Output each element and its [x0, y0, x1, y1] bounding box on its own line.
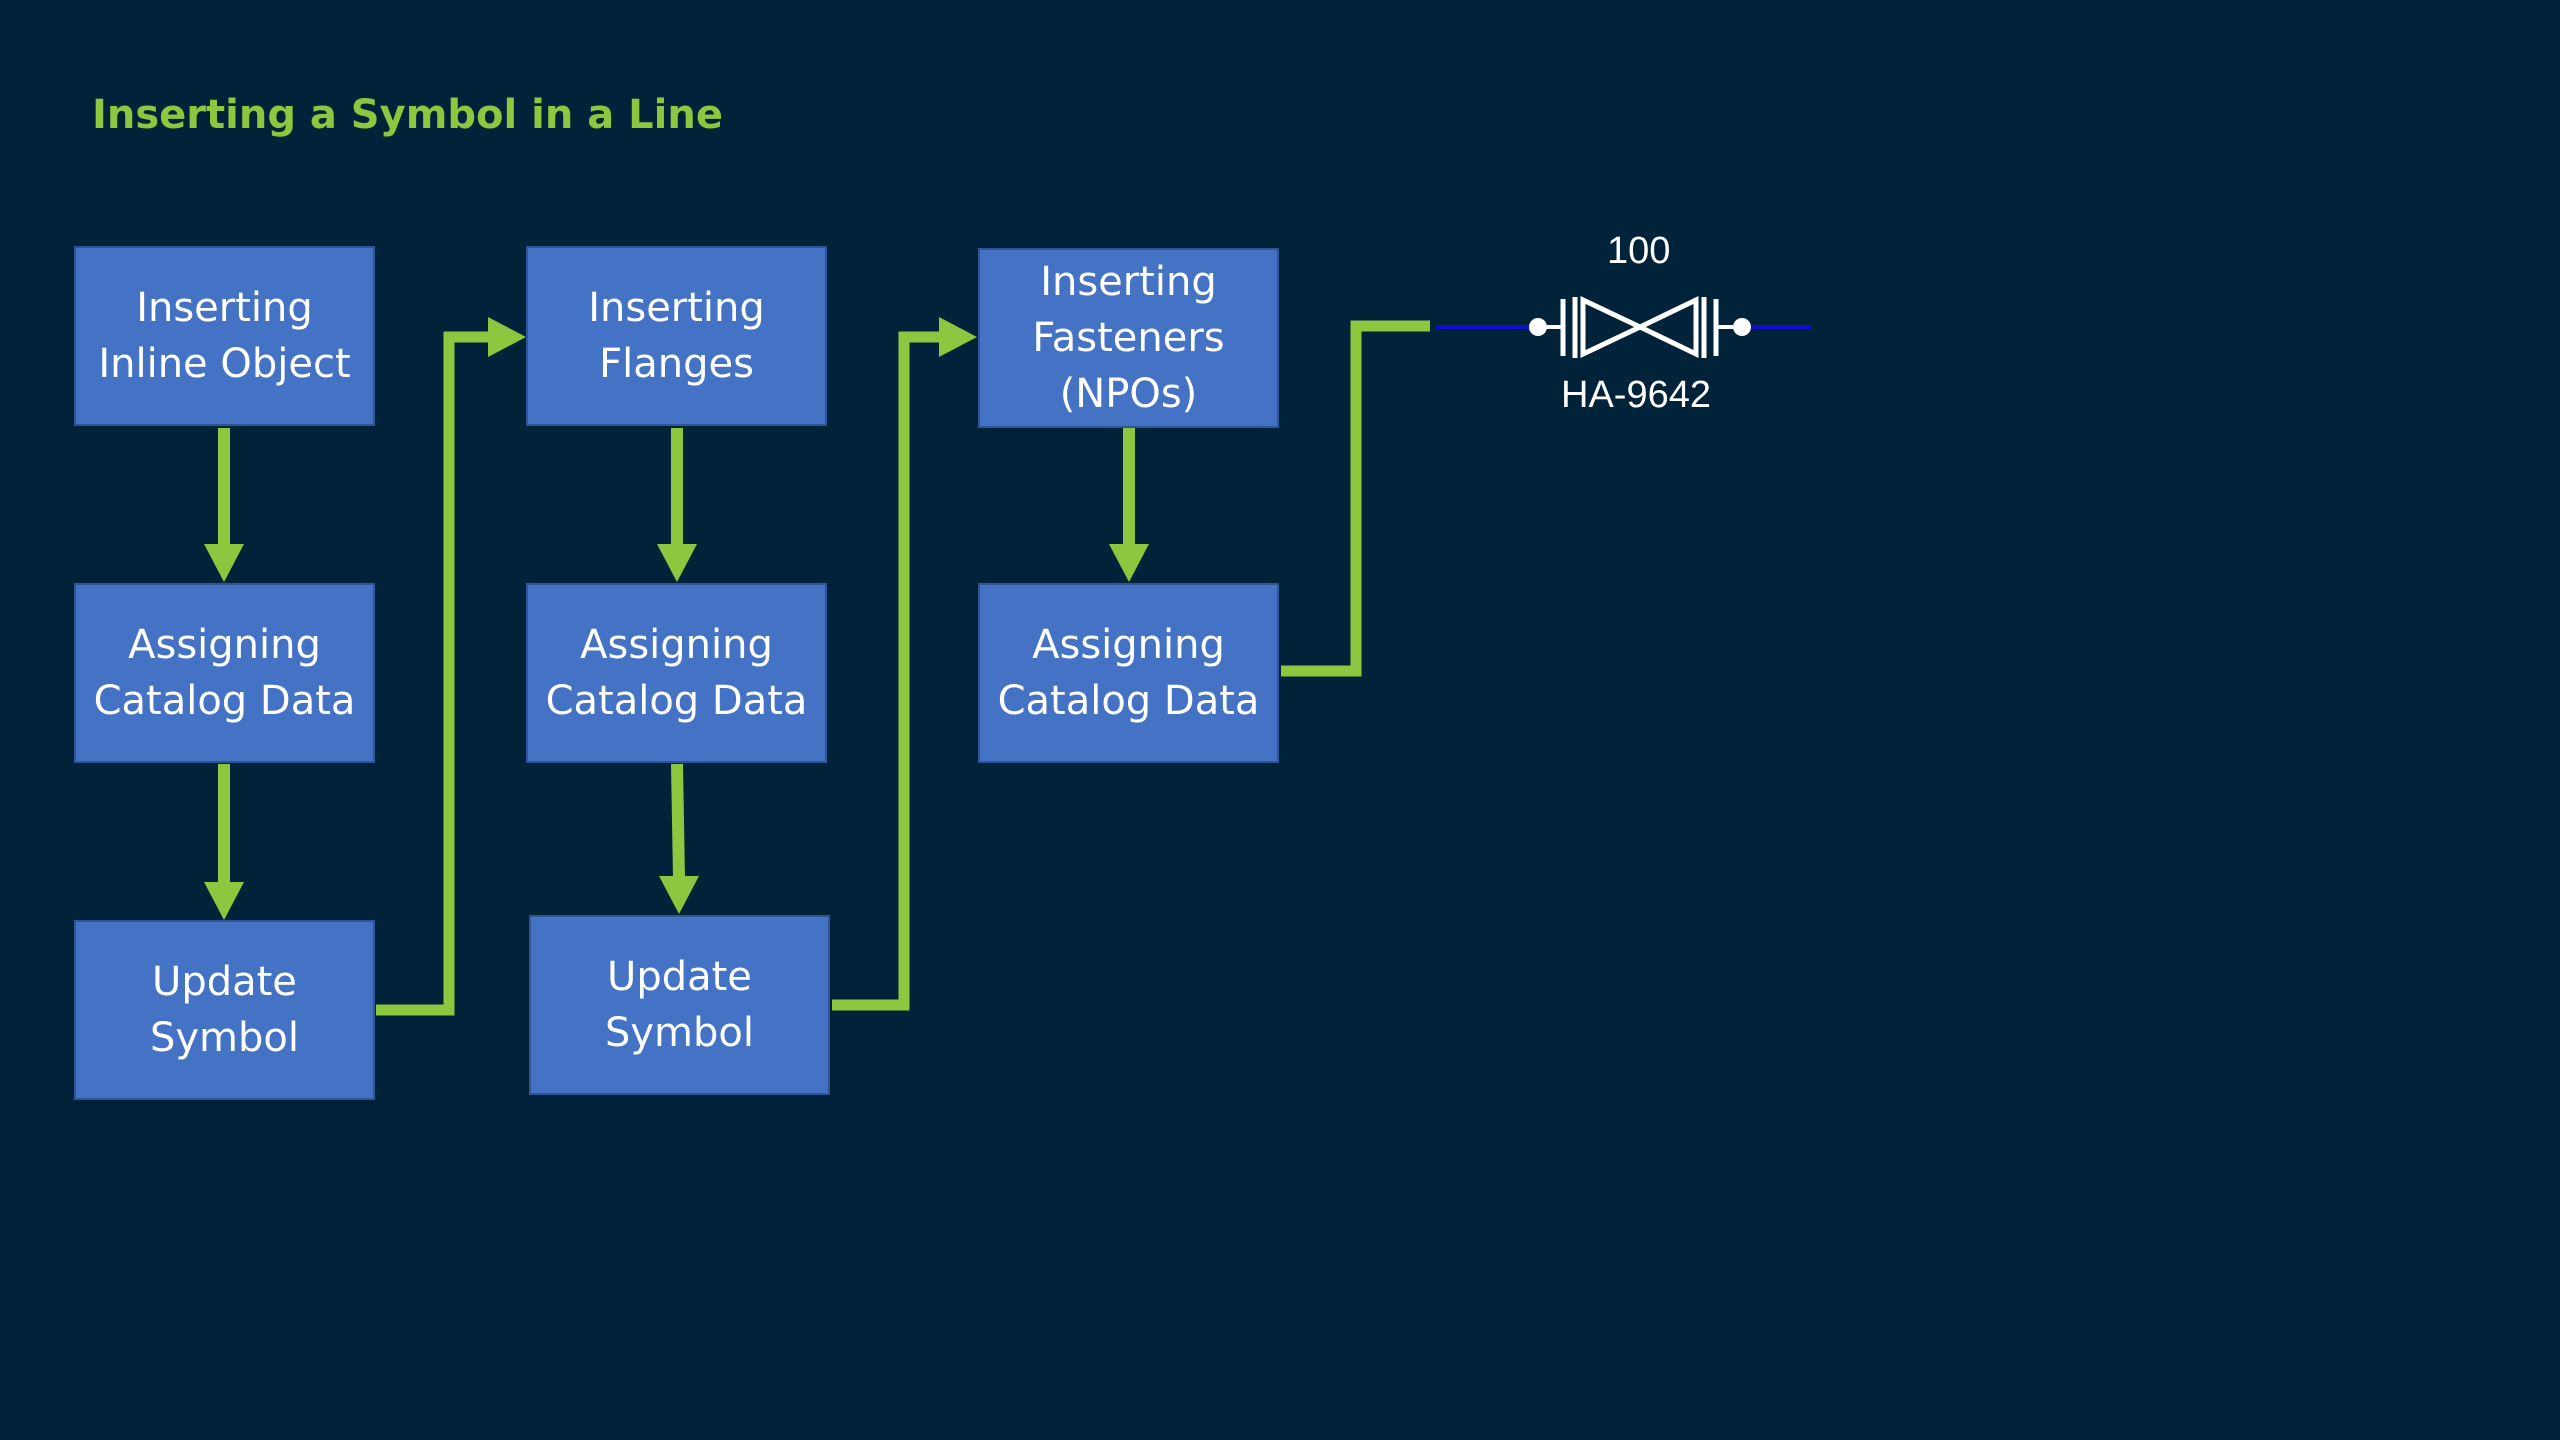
arrow-c1-to-c2 — [376, 317, 526, 1016]
box-inserting-inline-object: Inserting Inline Object — [74, 246, 375, 426]
box-c2-update-symbol: Update Symbol — [529, 915, 830, 1095]
arrow-c2-to-c3 — [832, 317, 977, 1011]
gate-valve-flanged-icon — [1436, 296, 1812, 358]
arrow-c2-top-to-mid — [657, 428, 697, 582]
box-inserting-fasteners: Inserting Fasteners (NPOs) — [978, 248, 1279, 428]
arrow-c1-mid-to-bottom — [204, 764, 244, 920]
arrow-c2-mid-to-bottom — [659, 763, 699, 914]
arrow-c1-top-to-mid — [204, 428, 244, 582]
box-c2-assigning-catalog-data: Assigning Catalog Data — [526, 583, 827, 763]
valve-tag-label: HA-9642 — [1561, 374, 1711, 416]
page-title: Inserting a Symbol in a Line — [92, 92, 723, 138]
valve-size-label: 100 — [1607, 230, 1671, 272]
box-c1-assigning-catalog-data: Assigning Catalog Data — [74, 583, 375, 763]
connector-c3-to-line — [1281, 320, 1430, 677]
box-c1-update-symbol: Update Symbol — [74, 920, 375, 1100]
box-c3-assigning-catalog-data: Assigning Catalog Data — [978, 583, 1279, 763]
arrow-c3-top-to-mid — [1109, 428, 1149, 582]
box-inserting-flanges: Inserting Flanges — [526, 246, 827, 426]
